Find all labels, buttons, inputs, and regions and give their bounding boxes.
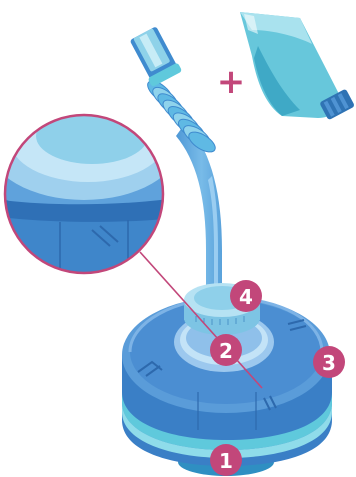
mouthpiece-tip <box>128 25 182 87</box>
badge-1: 1 <box>210 444 242 476</box>
mask-icon <box>240 12 355 120</box>
badge-4-label: 4 <box>239 285 253 309</box>
badge-2: 2 <box>210 334 242 366</box>
badge-3: 3 <box>313 346 345 378</box>
badge-2-label: 2 <box>219 339 233 363</box>
corrugated-tube-section <box>144 77 218 156</box>
badge-1-label: 1 <box>219 449 233 473</box>
plus-symbol: + <box>217 62 246 102</box>
badge-4: 4 <box>230 280 262 312</box>
badge-3-label: 3 <box>322 351 336 375</box>
